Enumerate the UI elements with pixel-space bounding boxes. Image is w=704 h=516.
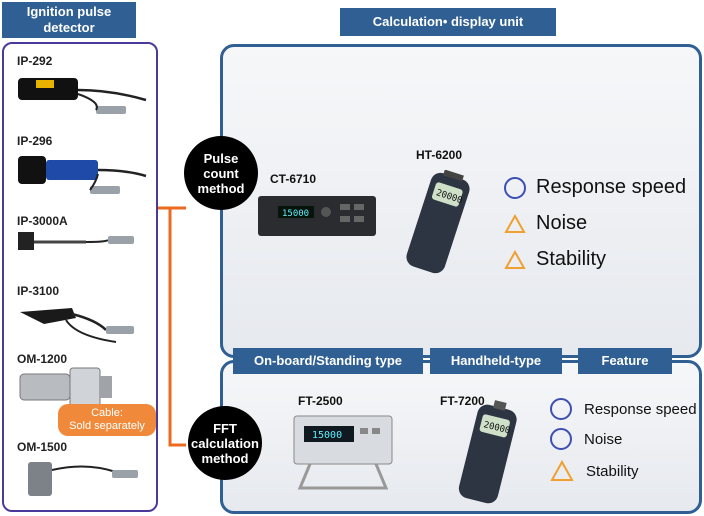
ct-6710-readout: 15000: [282, 209, 309, 219]
detector-label-ip-3000a: IP-3000A: [17, 214, 68, 228]
detector-column-title: Ignition pulse detector: [2, 2, 136, 38]
calculation-display-unit-title: Calculation• display unit: [340, 8, 556, 36]
ip-296-probe-image: [18, 156, 147, 194]
triangle-icon: [550, 460, 574, 481]
fft-calculation-method-badge: FFT calculation method: [188, 406, 262, 480]
detector-label-om-1200: OM-1200: [17, 352, 68, 366]
device-label-ft-7200: FT-7200: [440, 394, 485, 408]
feature-noise-top: Noise: [504, 212, 587, 235]
header-feature: Feature: [578, 348, 672, 374]
circle-icon: [550, 428, 572, 450]
triangle-icon: [504, 213, 526, 233]
ft-7200-device-image: 20000: [458, 400, 517, 504]
device-label-ht-6200: HT-6200: [416, 148, 463, 162]
device-label-ft-2500: FT-2500: [298, 394, 343, 408]
feature-response-speed-bottom: Response speed: [550, 398, 697, 420]
circle-icon: [504, 176, 526, 199]
circle-icon: [550, 398, 572, 420]
ht-6200-device-image: 20000: [406, 170, 470, 274]
feature-stability-top: Stability: [504, 248, 606, 271]
header-handheld-type: Handheld-type: [430, 348, 562, 374]
device-label-ct-6710: CT-6710: [270, 172, 317, 186]
om-1500-sensor-image: [28, 462, 138, 496]
detector-label-ip-296: IP-296: [17, 134, 53, 148]
triangle-icon: [504, 249, 526, 269]
ft-2500-device-image: 15000: [293, 415, 393, 490]
ip-3100-probe-image: [20, 308, 134, 343]
cable-sold-separately-note: Cable: Sold separately: [58, 404, 156, 436]
pulse-count-method-badge: Pulse count method: [184, 136, 258, 210]
header-onboard-standing-type: On-board/Standing type: [233, 348, 423, 374]
ft-2500-readout: 15000: [312, 430, 342, 441]
feature-response-speed-top: Response speed: [504, 176, 686, 199]
feature-stability-bottom: Stability: [550, 460, 639, 482]
detector-label-ip-3100: IP-3100: [17, 284, 60, 298]
ip-292-probe-image: [18, 78, 147, 114]
ip-3000a-probe-image: [18, 232, 134, 250]
feature-noise-bottom: Noise: [550, 428, 622, 450]
detector-label-om-1500: OM-1500: [17, 440, 68, 454]
detector-label-ip-292: IP-292: [17, 54, 53, 68]
ct-6710-device-image: 15000: [258, 196, 376, 236]
